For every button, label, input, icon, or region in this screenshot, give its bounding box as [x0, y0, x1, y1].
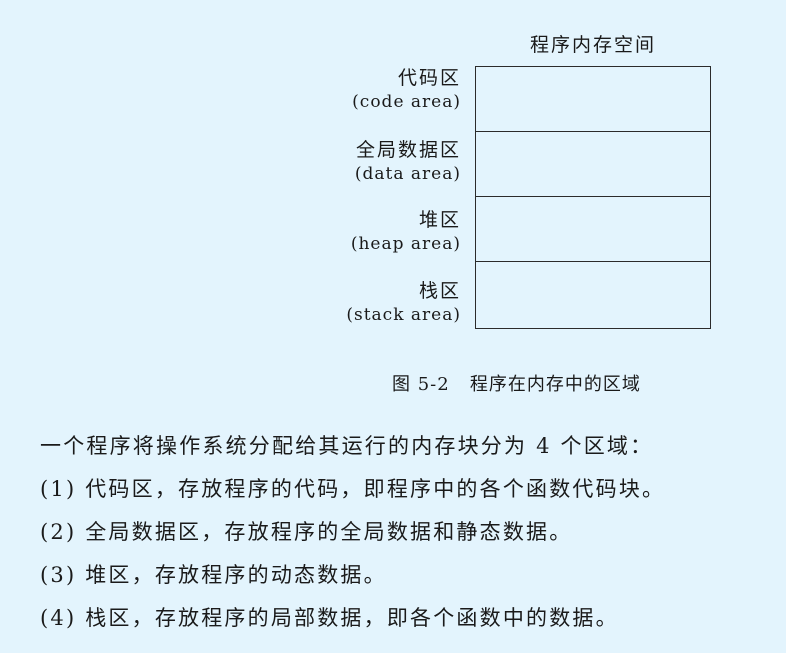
region-name-en: (data area) — [354, 164, 461, 184]
memory-region-heap — [476, 197, 710, 262]
region-name-cn: 代码区 — [397, 67, 461, 89]
body-paragraph: 一个程序将操作系统分配给其运行的内存块分为 4 个区域： (1) 代码区，存放程… — [40, 425, 780, 640]
region-name-cn: 全局数据区 — [355, 139, 461, 161]
figure-caption: 图 5-2 程序在内存中的区域 — [392, 374, 641, 395]
region-label-stack: 栈区 (stack area) — [346, 279, 461, 327]
list-item: (2) 全局数据区，存放程序的全局数据和静态数据。 — [40, 520, 573, 544]
region-label-heap: 堆区 (heap area) — [351, 208, 461, 256]
region-name-cn: 堆区 — [418, 209, 461, 231]
memory-region-code — [476, 67, 710, 132]
memory-region-stack — [476, 262, 710, 326]
list-item: (3) 堆区，存放程序的动态数据。 — [40, 563, 387, 587]
region-label-code: 代码区 (code area) — [352, 66, 461, 114]
list-item: (1) 代码区，存放程序的代码，即程序中的各个函数代码块。 — [40, 477, 666, 501]
region-name-cn: 栈区 — [418, 280, 461, 302]
region-name-en: (stack area) — [346, 305, 461, 325]
memory-region-data — [476, 132, 710, 197]
region-label-data: 全局数据区 (data area) — [355, 138, 461, 186]
region-name-en: (code area) — [352, 92, 461, 112]
memory-space-box — [475, 66, 711, 329]
diagram-title: 程序内存空间 — [529, 34, 656, 56]
intro-line: 一个程序将操作系统分配给其运行的内存块分为 4 个区域： — [40, 434, 654, 458]
list-item: (4) 栈区，存放程序的局部数据，即各个函数中的数据。 — [40, 606, 619, 630]
region-name-en: (heap area) — [350, 234, 461, 254]
